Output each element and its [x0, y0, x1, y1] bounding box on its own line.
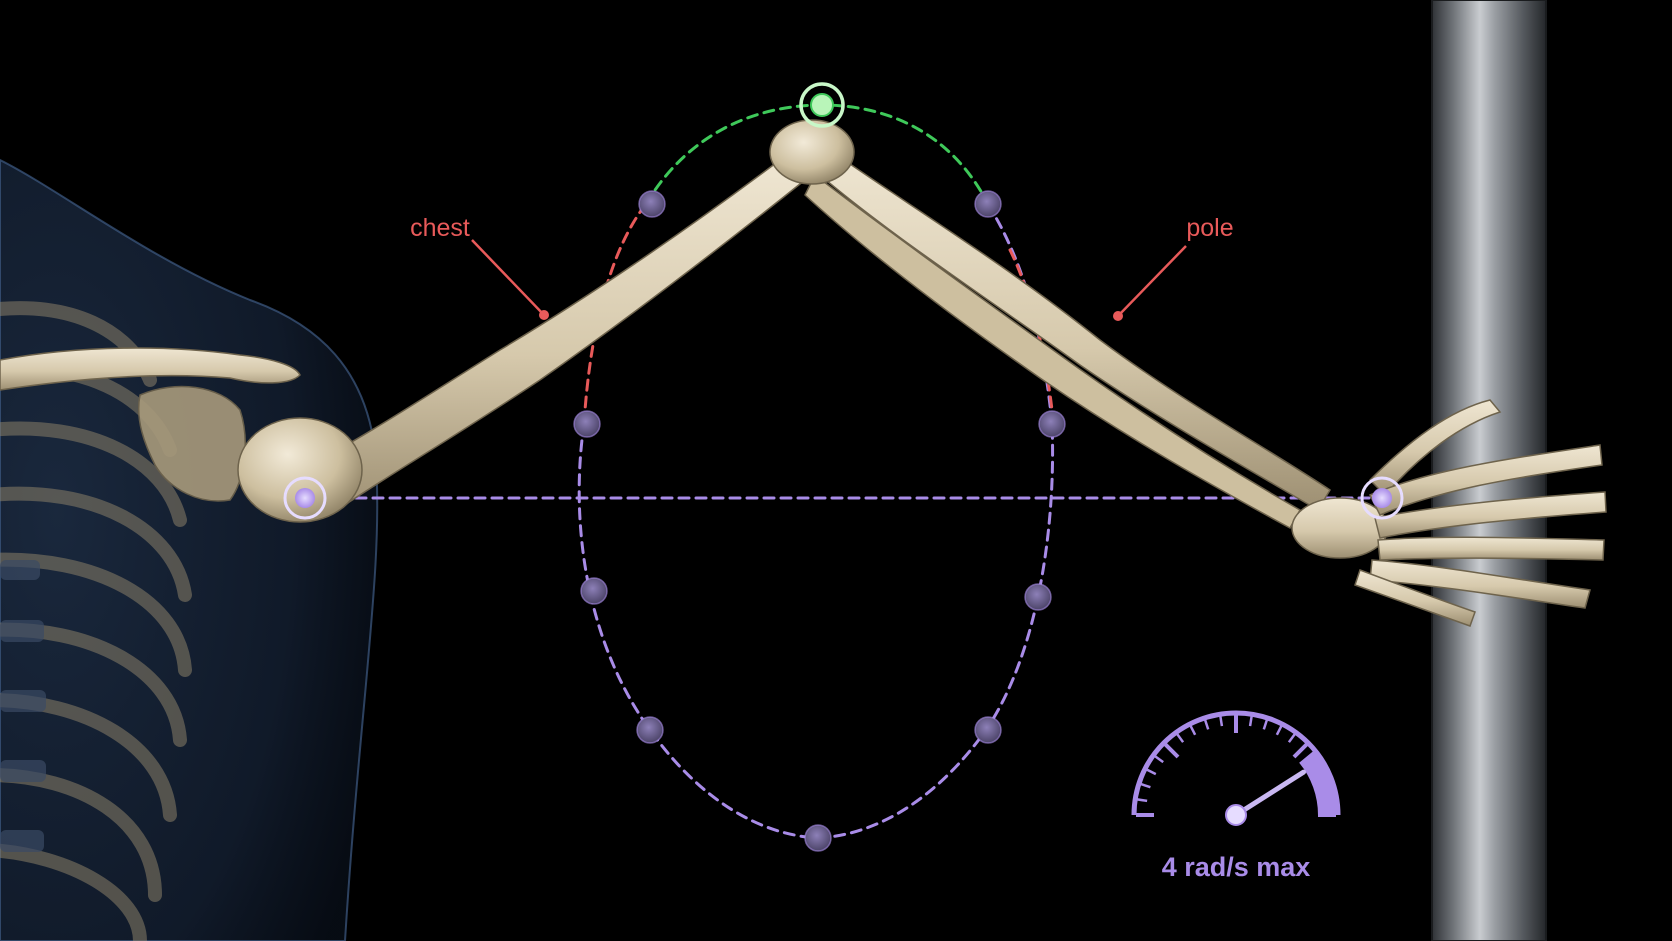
- gauge-tick: [1275, 725, 1283, 736]
- ulna: [804, 173, 1302, 530]
- gauge-tick: [1287, 733, 1296, 743]
- pole-callout: pole: [1113, 214, 1234, 321]
- humeral-head: [237, 417, 363, 523]
- elbow-target-icon: [799, 82, 845, 128]
- gauge-tick: [1219, 716, 1224, 727]
- swivel-dot: [580, 577, 608, 605]
- shoulder-handle[interactable]: [283, 476, 327, 520]
- swivel-dot: [638, 190, 666, 218]
- gauge-tick: [1189, 725, 1197, 736]
- pole-label: pole: [1186, 214, 1233, 242]
- gauge-tick: [1146, 768, 1157, 776]
- elbow-joint: [769, 119, 855, 185]
- pole-leader: [1117, 245, 1187, 317]
- chest-label: chest: [410, 214, 470, 242]
- finger-5: [1354, 569, 1476, 627]
- finger-1: [1368, 444, 1603, 516]
- chest-leader: [471, 239, 545, 316]
- gauge-tick: [1154, 755, 1164, 764]
- pole-leader-dot: [1113, 311, 1123, 321]
- speedometer-icon: 4 rad/s max: [1131, 710, 1341, 882]
- swivel-dot: [573, 410, 601, 438]
- elbow-target-handle[interactable]: [799, 82, 845, 128]
- carpals: [1291, 497, 1389, 559]
- gauge-label: 4 rad/s max: [1162, 852, 1311, 882]
- swivel-dot: [974, 716, 1002, 744]
- chest-leader-dot: [539, 310, 549, 320]
- gauge-tick: [1262, 719, 1269, 730]
- joint-handle-icon: [283, 476, 327, 520]
- finger-4: [1369, 559, 1591, 609]
- swivel-samples: [573, 190, 1066, 852]
- gauge-redline-band: [1299, 749, 1338, 815]
- swivel-dot: [636, 716, 664, 744]
- gauge-tick: [1163, 742, 1180, 759]
- gauge-tick: [1176, 733, 1185, 743]
- hand: [1291, 399, 1607, 627]
- clavicle: [0, 347, 301, 391]
- joint-handle-icon: [1360, 476, 1404, 520]
- gauge-tick: [1137, 798, 1148, 803]
- gauge-needle: [1233, 769, 1307, 818]
- wrist-handle[interactable]: [1360, 476, 1404, 520]
- swivel-dot: [1024, 583, 1052, 611]
- thumb: [1368, 399, 1502, 497]
- torso: [0, 158, 379, 941]
- swivel-dot: [804, 824, 832, 852]
- gauge-tick: [1140, 782, 1151, 789]
- gauge-hub: [1225, 804, 1247, 826]
- swivel-dot: [974, 190, 1002, 218]
- gauge-tick: [1292, 742, 1309, 759]
- arm: [237, 119, 1332, 530]
- gauge-tick: [1203, 719, 1210, 730]
- gauge-tick: [1248, 716, 1253, 727]
- scapula: [137, 385, 246, 502]
- chest-callout: chest: [410, 214, 549, 320]
- spine-segments: [0, 560, 46, 852]
- finger-2: [1374, 491, 1607, 539]
- finger-3: [1377, 536, 1605, 561]
- swivel-dot: [1038, 410, 1066, 438]
